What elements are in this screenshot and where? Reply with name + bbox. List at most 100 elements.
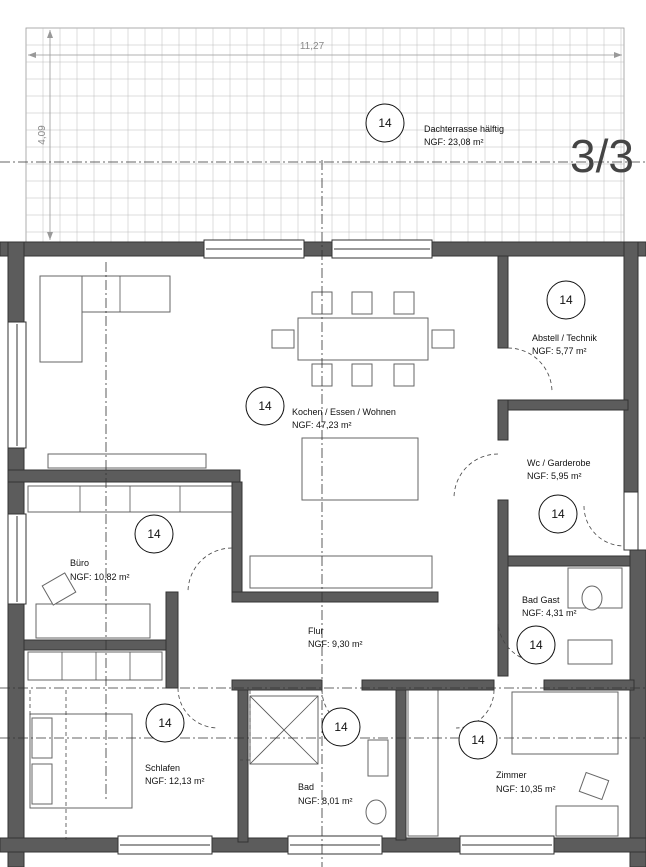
interior-wall bbox=[497, 255, 509, 349]
room-marker-number: 14 bbox=[334, 720, 348, 734]
terrace-outline bbox=[25, 27, 625, 243]
interior-wall bbox=[497, 399, 509, 441]
window bbox=[623, 491, 639, 551]
room-chair bbox=[578, 771, 610, 801]
room-name-badgast: Bad Gast bbox=[522, 595, 560, 605]
guest-toilet bbox=[581, 585, 603, 611]
kitchen-island bbox=[301, 437, 419, 501]
door-swing bbox=[453, 453, 499, 499]
office-cabinet bbox=[27, 485, 235, 513]
dining-chair bbox=[311, 363, 333, 387]
dining-table bbox=[297, 317, 429, 361]
room-name-dachterrasse: Dachterrasse hälftig bbox=[424, 124, 504, 134]
terrace-dim-arrow-top bbox=[47, 30, 53, 38]
room-marker-circle bbox=[365, 103, 405, 143]
room-area-flur: NGF: 9,30 m² bbox=[308, 639, 363, 649]
terrace-tile-grid bbox=[26, 28, 624, 242]
room-wardrobe bbox=[407, 689, 439, 837]
room-marker-circle bbox=[516, 625, 556, 665]
room-marker-number: 14 bbox=[471, 733, 485, 747]
interior-wall bbox=[231, 591, 439, 603]
terrace-dim-arrow-bottom bbox=[47, 232, 53, 240]
outer-wall bbox=[0, 241, 646, 257]
overhead-outline bbox=[240, 690, 251, 761]
room-bed bbox=[511, 691, 619, 755]
room-marker-number: 14 bbox=[551, 507, 565, 521]
interior-wall bbox=[507, 555, 631, 567]
room-area-kochen: NGF: 47,23 m² bbox=[292, 420, 352, 430]
room-name-kochen: Kochen / Essen / Wohnen bbox=[292, 407, 396, 417]
room-marker-circle bbox=[321, 707, 361, 747]
room-marker-circle bbox=[245, 386, 285, 426]
terrace-depth-label: 4,09 bbox=[37, 125, 48, 145]
interior-wall bbox=[497, 499, 509, 677]
interior-wall bbox=[231, 481, 243, 593]
bath-sink bbox=[367, 739, 389, 777]
room-marker-number: 14 bbox=[147, 527, 161, 541]
room-name-buero: Büro bbox=[70, 558, 89, 568]
room-marker-number: 14 bbox=[258, 399, 272, 413]
interior-wall bbox=[395, 689, 407, 841]
dining-chair bbox=[393, 291, 415, 315]
overhead-outlines bbox=[29, 690, 251, 840]
room-desk bbox=[555, 805, 619, 837]
room-name-bad: Bad bbox=[298, 782, 314, 792]
dining-chair bbox=[431, 329, 455, 349]
interior-wall bbox=[507, 399, 629, 411]
room-marker-number: 14 bbox=[158, 716, 172, 730]
interior-wall bbox=[7, 469, 241, 483]
terrace-dim-arrow-right bbox=[614, 52, 622, 58]
door-swing bbox=[583, 505, 625, 547]
axes bbox=[0, 160, 646, 867]
interior-wall bbox=[23, 639, 177, 651]
door-swing bbox=[187, 547, 233, 593]
terrace: 11,27 4,09 bbox=[25, 27, 625, 243]
shower-diagonal bbox=[249, 695, 319, 765]
outer-wall bbox=[629, 549, 646, 867]
interior-wall bbox=[543, 679, 635, 691]
office-desk bbox=[35, 603, 151, 639]
room-name-zimmer: Zimmer bbox=[496, 770, 527, 780]
room-area-buero: NGF: 10,82 m² bbox=[70, 572, 130, 582]
room-markers: 14 14 14 14 14 14 14 14 14 bbox=[134, 103, 586, 760]
room-marker-circle bbox=[538, 494, 578, 534]
terrace-width-label: 11,27 bbox=[300, 41, 325, 52]
room-marker-circle bbox=[134, 514, 174, 554]
bedroom-wardrobe bbox=[27, 651, 163, 681]
interior-wall bbox=[361, 679, 495, 691]
office-chair bbox=[41, 572, 77, 606]
room-area-schlafen: NGF: 12,13 m² bbox=[145, 776, 205, 786]
door-swing bbox=[455, 689, 495, 729]
room-marker-number: 14 bbox=[529, 638, 543, 652]
room-area-abstell: NGF: 5,77 m² bbox=[532, 346, 587, 356]
dining-chair bbox=[351, 291, 373, 315]
dining-chair bbox=[393, 363, 415, 387]
kitchen-counter bbox=[249, 555, 433, 589]
interior-wall bbox=[231, 679, 323, 691]
room-marker-circle bbox=[458, 720, 498, 760]
terrace-dim-arrow-left bbox=[28, 52, 36, 58]
room-name-abstell: Abstell / Technik bbox=[532, 333, 597, 343]
room-name-flur: Flur bbox=[308, 626, 324, 636]
room-marker-circle bbox=[145, 703, 185, 743]
room-area-zimmer: NGF: 10,35 m² bbox=[496, 784, 556, 794]
room-marker-number: 14 bbox=[559, 293, 573, 307]
furniture bbox=[27, 275, 623, 837]
room-area-wc: NGF: 5,95 m² bbox=[527, 471, 582, 481]
room-area-dachterrasse: NGF: 23,08 m² bbox=[424, 137, 484, 147]
room-labels: Dachterrasse hälftig NGF: 23,08 m² Koche… bbox=[70, 124, 597, 806]
interior-wall bbox=[237, 681, 249, 843]
dining-chair bbox=[351, 363, 373, 387]
room-name-wc: Wc / Garderobe bbox=[527, 458, 591, 468]
room-area-badgast: NGF: 4,31 m² bbox=[522, 608, 577, 618]
room-area-bad: NGF: 8,01 m² bbox=[298, 796, 353, 806]
room-marker-circle bbox=[546, 280, 586, 320]
bath-toilet bbox=[365, 799, 387, 825]
door-swing bbox=[177, 687, 219, 729]
room-name-schlafen: Schlafen bbox=[145, 763, 180, 773]
door-swing bbox=[507, 347, 553, 393]
interior-wall bbox=[165, 591, 179, 689]
guest-sink bbox=[567, 639, 613, 665]
room-marker-number: 14 bbox=[378, 116, 392, 130]
